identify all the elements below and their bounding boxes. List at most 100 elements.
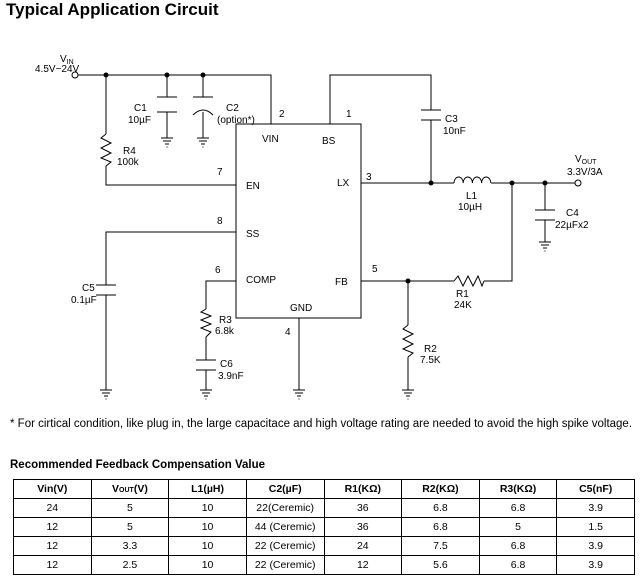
svg-text:22µFx2: 22µFx2 [555, 220, 589, 231]
table-cell: 24 [13, 498, 92, 518]
svg-text:(option*): (option*) [217, 115, 255, 126]
feedback-wire [484, 183, 513, 282]
junction-dot [103, 72, 109, 78]
svg-text:R1: R1 [456, 289, 469, 300]
table-cell: 12 [323, 555, 403, 575]
svg-text:R3: R3 [219, 315, 232, 326]
pin-ss-label: SS [246, 229, 260, 240]
table-cell: 6.8 [401, 498, 480, 518]
vin-terminal: VIN 4.5V~24V [35, 54, 80, 79]
ground-icon [100, 389, 112, 400]
svg-text:L1: L1 [466, 191, 478, 202]
table-row: 24 5 10 22(Ceremic) 36 6.8 6.8 3.9 [13, 498, 635, 518]
table-cell: 2.5 [90, 555, 170, 575]
pin-bs-number: 1 [346, 109, 352, 120]
svg-text:3.9nF: 3.9nF [218, 371, 244, 382]
table-title: Recommended Feedback Compensation Value [10, 459, 265, 471]
junction-dot [428, 180, 434, 186]
table-cell: 5 [90, 498, 170, 518]
svg-text:6.8k: 6.8k [215, 326, 235, 337]
column-header: R2(KΩ) [401, 479, 480, 499]
table-cell: 6.8 [478, 536, 558, 556]
bs-to-c3-wire [329, 74, 432, 124]
svg-text:C6: C6 [220, 359, 233, 370]
svg-text:R2: R2 [424, 344, 437, 355]
table-cell: 22 (Ceremic) [245, 536, 325, 556]
comp-wire [205, 280, 236, 309]
table-cell: 3.9 [556, 555, 635, 575]
vin-rail [78, 74, 272, 125]
table-cell: 5.6 [401, 555, 480, 575]
junction-dot [509, 180, 515, 186]
circuit-wiring [78, 74, 575, 390]
inductor-l1: L1 10µH [453, 176, 492, 213]
pin-bs-label: BS [322, 136, 336, 147]
vout-terminal: VOUT 3.3V/3A [567, 154, 603, 187]
pin-gnd-number: 4 [285, 327, 291, 338]
pin-fb-number: 5 [372, 264, 378, 275]
svg-text:VOUT: VOUT [575, 154, 597, 166]
svg-text:10µH: 10µH [458, 202, 482, 213]
svg-text:10nF: 10nF [443, 126, 466, 137]
table-cell: 12 [13, 517, 92, 537]
column-header: C5(nF) [556, 479, 635, 499]
footnote: * For cirtical condition, like plug in, … [10, 418, 633, 430]
svg-text:C2: C2 [226, 103, 239, 114]
table-cell: 3.3 [90, 536, 170, 556]
table-cell: 3.9 [556, 536, 635, 556]
table-cell: 12 [13, 555, 92, 575]
table-row: 12 3.3 10 22 (Ceremic) 24 7.5 6.8 3.9 [13, 536, 635, 556]
table-cell: 10 [168, 517, 247, 537]
ss-wire [105, 231, 236, 285]
resistor-r1: R1 24K [453, 274, 485, 311]
svg-text:C1: C1 [134, 103, 147, 114]
svg-text:0.1µF: 0.1µF [71, 295, 97, 306]
column-header: VOUT(V) [90, 479, 170, 499]
pin-vin-label: VIN [262, 134, 279, 145]
table-cell: 44 (Ceremic) [245, 517, 325, 537]
table-cell: 10 [168, 555, 247, 575]
capacitor-c2: C2 (option*) [192, 96, 255, 126]
pin-comp-number: 6 [215, 265, 221, 276]
resistor-r4: R4 100k [99, 133, 140, 168]
svg-text:C3: C3 [445, 114, 458, 125]
ground-icon [200, 389, 212, 400]
ground-icon [197, 137, 209, 148]
table-cell: 6.8 [478, 555, 558, 575]
pin-fb-label: FB [335, 277, 348, 288]
table-cell: 7.5 [401, 536, 480, 556]
table-row: 12 2.5 10 22 (Ceremic) 12 5.6 6.8 3.9 [13, 555, 635, 575]
svg-text:VIN: VIN [60, 54, 74, 66]
pin-lx-number: 3 [366, 172, 372, 183]
table-cell: 36 [323, 498, 403, 518]
pin-vin-number: 2 [279, 109, 285, 120]
column-header: R1(KΩ) [323, 479, 403, 499]
table-cell: 1.5 [556, 517, 635, 537]
svg-text:7.5K: 7.5K [420, 355, 441, 366]
capacitor-c3: C3 10nF [421, 109, 466, 137]
table-header-row: Vin(V) VOUT(V) L1(µH) C2(µF) R1(KΩ) R2(K… [13, 479, 635, 499]
page-title: Typical Application Circuit [6, 0, 219, 19]
capacitor-c5: C5 0.1µF [71, 283, 116, 306]
svg-text:100k: 100k [117, 157, 140, 168]
ground-icon [293, 389, 305, 400]
application-circuit-schematic: VIN 4.5V~24V VOUT 3.3V/3A VIN BS EN LX S… [35, 54, 603, 400]
capacitor-c1: C1 10µF [128, 96, 177, 126]
capacitor-c4: C4 22µFx2 [535, 208, 589, 231]
column-header: L1(µH) [168, 479, 247, 499]
column-header: Vin(V) [13, 479, 92, 499]
pin-comp-label: COMP [246, 275, 276, 286]
column-header: R3(KΩ) [478, 479, 558, 499]
table-cell: 3.9 [556, 498, 635, 518]
converter-ic: VIN BS EN LX SS COMP FB GND 2 1 7 3 8 6 … [215, 109, 378, 338]
pin-ss-number: 8 [217, 216, 223, 227]
capacitor-c6: C6 3.9nF [196, 359, 244, 382]
junction-dot [405, 278, 411, 284]
svg-text:C4: C4 [566, 208, 579, 219]
junction-dot [200, 72, 206, 78]
ground-icon [161, 137, 173, 148]
svg-text:R4: R4 [123, 146, 136, 157]
column-header: C2(µF) [245, 479, 325, 499]
svg-text:24K: 24K [454, 300, 472, 311]
junction-dots [103, 72, 548, 284]
